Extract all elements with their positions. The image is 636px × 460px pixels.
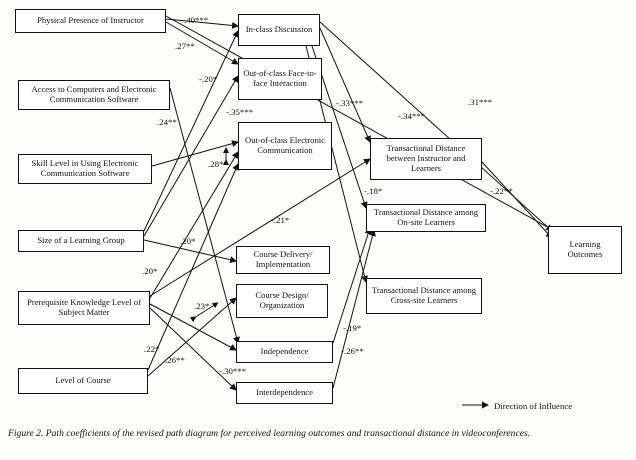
arrow-prereq-tdinstructor (149, 158, 371, 297)
coef-inclass-tdonsite: -.18* (364, 186, 383, 196)
coef-tdinstructor-outcomes: -.22** (490, 186, 513, 196)
coef-interdependence-tdonsite: -.26** (341, 346, 364, 356)
coef-inclass-tdcrosssite: -.33*** (336, 98, 364, 108)
node-td-onsite: Transactional Distance among On-site Lea… (366, 204, 486, 232)
arrow-interdependence-tdonsite (332, 229, 376, 389)
coef-level-design: .26** (165, 355, 185, 365)
node-independence: Independence (236, 341, 333, 363)
arrow-prereq-independence (149, 303, 237, 351)
node-interdependence: Interdependence (236, 382, 333, 404)
coef-independence-tdonsite: -.19* (343, 323, 362, 333)
arrow-prereq-electronic (149, 151, 239, 299)
arrow-prereq-interdependence (149, 307, 237, 391)
coef-prereq-interdependence: -.30*** (219, 366, 247, 376)
node-td-instructor-learners: Transactional Distance between Instructo… (370, 138, 482, 180)
node-course-design: Course Design/ Organization (236, 284, 328, 318)
arrow-tdinstructor-outcomes (481, 161, 553, 239)
arrow-level-design (147, 297, 237, 377)
arrow-prereq-design-correlation (189, 302, 219, 323)
figure-caption: Figure 2. Path coefficients of the revis… (8, 428, 531, 439)
coef-access-independence: .24** (157, 117, 177, 127)
arrow-groupsize-inclass (143, 30, 239, 232)
node-group-size: Size of a Learning Group (18, 230, 144, 252)
legend-label: Direction of Influence (494, 401, 573, 411)
node-prereq-knowledge: Prerequisite Knowledge Level of Subject … (18, 291, 150, 325)
arrow-presence-inclass (165, 18, 239, 29)
node-inclass-discussion: In-class Discussion (238, 14, 320, 46)
arrow-skill-electronic (151, 140, 239, 167)
coef-presence-outcomes: .31*** (468, 97, 493, 107)
arrow-groupsize-delivery (143, 239, 237, 264)
coef-groupsize-delivery: .20* (180, 236, 196, 246)
coef-prereq-tdinstructor: -.21* (271, 215, 290, 225)
node-learning-outcomes: Learning Outcomes (548, 226, 622, 274)
node-physical-presence: Physical Presence of Instructor (15, 9, 166, 33)
node-skill-level: Skill Level in Using Electronic Communic… (18, 154, 152, 184)
node-ooc-electronic: Out-of-class Electronic Communication (238, 122, 332, 170)
node-td-crosssite: Transactional Distance among Cross-site … (366, 278, 482, 314)
coef-inclass-tdinstructor: -.34*** (398, 111, 426, 121)
coef-groupsize-f2f: -.35*** (226, 107, 254, 117)
node-course-level: Level of Course (18, 368, 148, 394)
node-access-computers: Access to Computers and Electronic Commu… (18, 80, 170, 110)
arrow-inclass-tdinstructor (319, 27, 371, 143)
coef-prereq-design: .23* (194, 301, 210, 311)
coef-presence-f2f: .27** (175, 41, 195, 51)
arrow-independence-tdonsite (332, 227, 372, 344)
arrow-groupsize-f2f (143, 75, 239, 237)
coef-prereq-electronic: .20* (142, 266, 158, 276)
coef-level-electronic: .22* (144, 344, 160, 354)
node-ooc-face-to-face: Out-of-class Face-to-face Interaction (238, 58, 322, 100)
coef-presence-inclass: .40*** (184, 15, 209, 25)
arrow-level-electronic (147, 163, 239, 371)
arrow-access-independence (169, 87, 240, 344)
coef-groupsize-inclass: -.20* (199, 74, 218, 84)
coef-skill-electronic: .28** (208, 159, 228, 169)
node-course-delivery: Course Delivery/ Implementation (236, 246, 330, 274)
